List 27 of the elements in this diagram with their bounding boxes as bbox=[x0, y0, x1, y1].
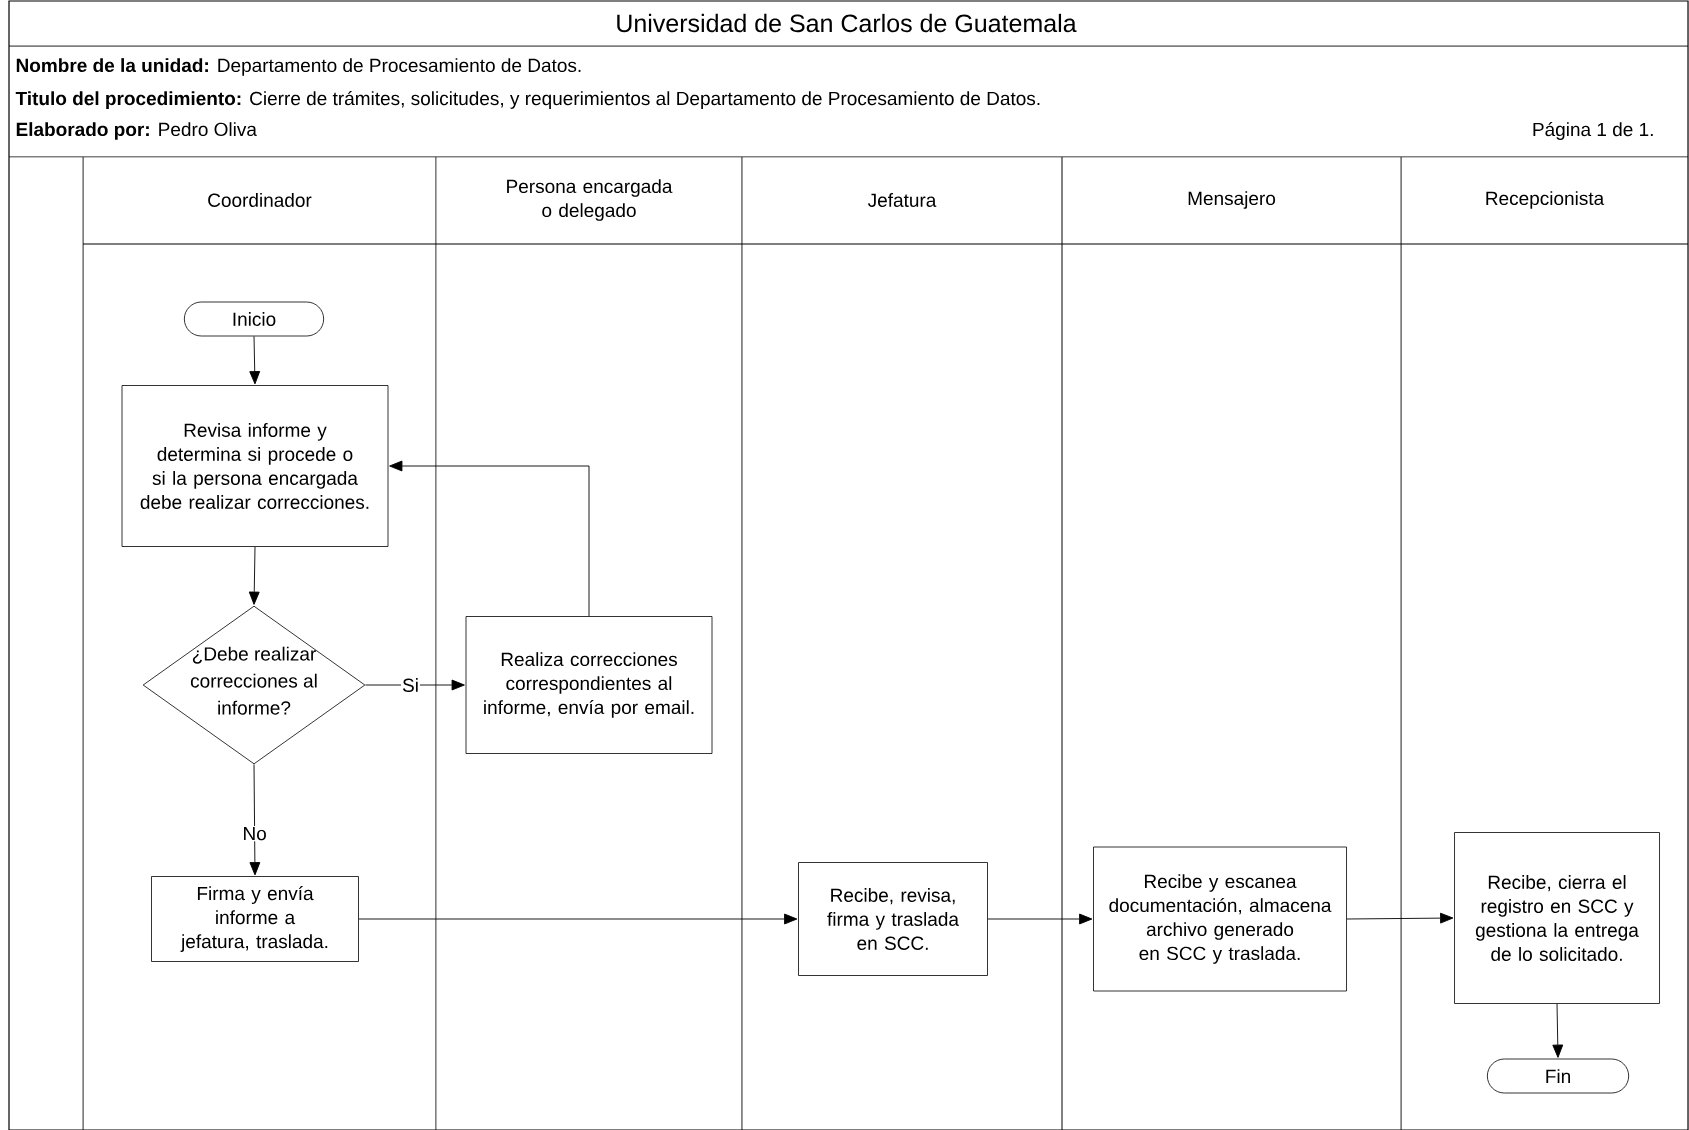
lane-header: Jefatura bbox=[868, 193, 937, 207]
process-box: Revisa informe y determina si procede o si la persona encargada debe realizar correcciones. bbox=[121, 385, 389, 547]
info-line: Elaborado por: Pedro Oliva bbox=[16, 122, 257, 140]
process-box: Firma y envía informe a jefatura, traslada. bbox=[151, 876, 359, 962]
arrow bbox=[987, 913, 1093, 925]
edge-label: No bbox=[241, 826, 268, 842]
title: Universidad de San Carlos de Guatemala bbox=[617, 13, 1077, 33]
edge-label: Si bbox=[401, 677, 420, 693]
page-number: Página 1 de 1. bbox=[1533, 122, 1653, 140]
arrow bbox=[248, 546, 260, 605]
process-box: Recibe, revisa, firma y traslada en SCC. bbox=[798, 862, 988, 976]
process-box: Realiza correcciones correspondientes al informe, envía por email. bbox=[465, 616, 713, 754]
info-line: Nombre de la unidad: Departamento de Procesamiento de Datos. bbox=[16, 58, 581, 76]
process-box: Recibe y escanea documentación, almacena archivo generado en SCC y traslada. bbox=[1093, 846, 1347, 992]
arrow bbox=[389, 460, 590, 617]
arrow bbox=[364, 679, 465, 691]
info-line: Titulo del procedimiento: Cierre de trámites, solicitudes, y requerimientos al Departamento de Procesamiento de Datos. bbox=[15, 91, 1040, 109]
lane-header: Persona encargada o delegado bbox=[507, 179, 673, 221]
arrow bbox=[1552, 1003, 1564, 1058]
arrow bbox=[1346, 912, 1454, 924]
arrow bbox=[358, 913, 798, 925]
lane-header: Coordinador bbox=[208, 193, 312, 207]
process-box: Recibe, cierra el registro en SCC y gestiona la entrega de lo solicitado. bbox=[1454, 832, 1660, 1004]
lane-header: Mensajero bbox=[1188, 191, 1276, 209]
arrow bbox=[249, 335, 261, 385]
lane-header: Recepcionista bbox=[1486, 191, 1605, 209]
arrow bbox=[249, 763, 261, 876]
